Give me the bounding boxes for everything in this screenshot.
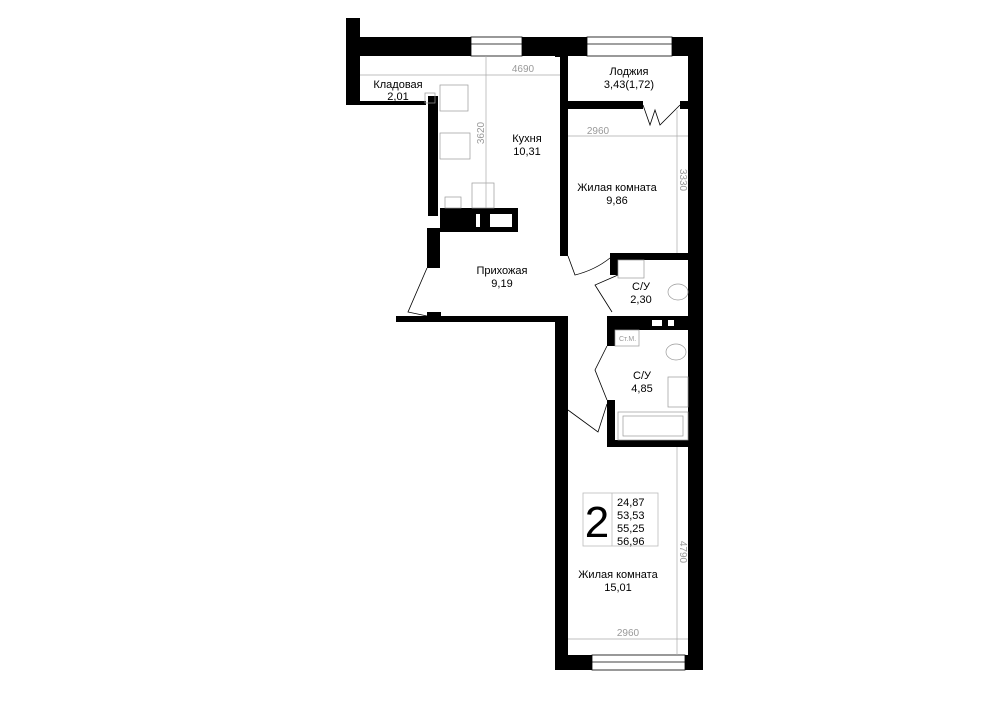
room-area: 15,01	[604, 582, 632, 594]
windows	[470, 36, 686, 671]
washing-machine-spot	[614, 329, 640, 347]
doors	[407, 104, 681, 433]
room-area: 10,31	[513, 146, 541, 158]
room-bedroom2: Жилая комната 15,01	[578, 569, 658, 594]
room-area: 2,30	[630, 294, 651, 306]
room-name: С/У	[632, 281, 651, 293]
area-total: 56,96	[617, 536, 645, 548]
washer-label: Ст.М.	[619, 336, 636, 343]
room-name: Кладовая	[373, 79, 422, 91]
room-storage: Кладовая 2,01	[373, 79, 422, 103]
dim-bedroom2-length: 4790	[677, 541, 688, 564]
room-name: Лоджия	[610, 66, 649, 78]
walls	[346, 18, 703, 670]
room-area: 9,19	[491, 278, 512, 290]
room-name: Прихожая	[477, 265, 528, 277]
dim-bedroom1-length: 3330	[677, 169, 688, 192]
dim-kitchen-length: 3620	[476, 121, 487, 144]
fixtures: Ст.М.	[424, 84, 689, 441]
toilet2-icon	[665, 343, 687, 361]
dim-kitchen-width: 4690	[512, 64, 535, 75]
room-wc1: С/У 2,30	[630, 281, 651, 306]
room-name: С/У	[633, 370, 652, 382]
washer-icon	[439, 84, 469, 112]
room-name: Жилая комната	[578, 569, 658, 581]
room-area: 4,85	[631, 383, 652, 395]
room-bedroom1: Жилая комната 9,86	[577, 182, 657, 207]
room-area: 9,86	[606, 195, 627, 207]
room-wc2: С/У 4,85	[631, 370, 652, 395]
toilet-icon	[667, 283, 689, 301]
room-name: Жилая комната	[577, 182, 657, 194]
rooms-count: 2	[585, 498, 609, 547]
room-loggia: Лоджия 3,43(1,72)	[604, 66, 654, 91]
dim-bedroom2-width: 2960	[617, 628, 640, 639]
room-area: 2,01	[387, 91, 408, 103]
area-total-reduced: 55,25	[617, 523, 645, 535]
room-area: 3,43(1,72)	[604, 79, 654, 91]
room-kitchen: Кухня 10,31	[512, 133, 541, 158]
washbasin-icon	[617, 259, 645, 279]
sink-icon	[444, 196, 462, 209]
dim-bedroom1-width: 2960	[587, 126, 610, 137]
area-total-no-loggia: 53,53	[617, 510, 645, 522]
fridge-icon	[439, 132, 471, 160]
room-hall: Прихожая 9,19	[477, 265, 528, 290]
dimension-lines	[360, 56, 688, 655]
stove-icon	[471, 182, 495, 209]
washbasin2-icon	[667, 376, 689, 408]
bathtub-icon	[617, 411, 689, 441]
apartment-summary: 2 24,87 53,53 55,25 56,96	[582, 492, 659, 548]
room-name: Кухня	[512, 133, 541, 145]
area-living: 24,87	[617, 497, 645, 509]
